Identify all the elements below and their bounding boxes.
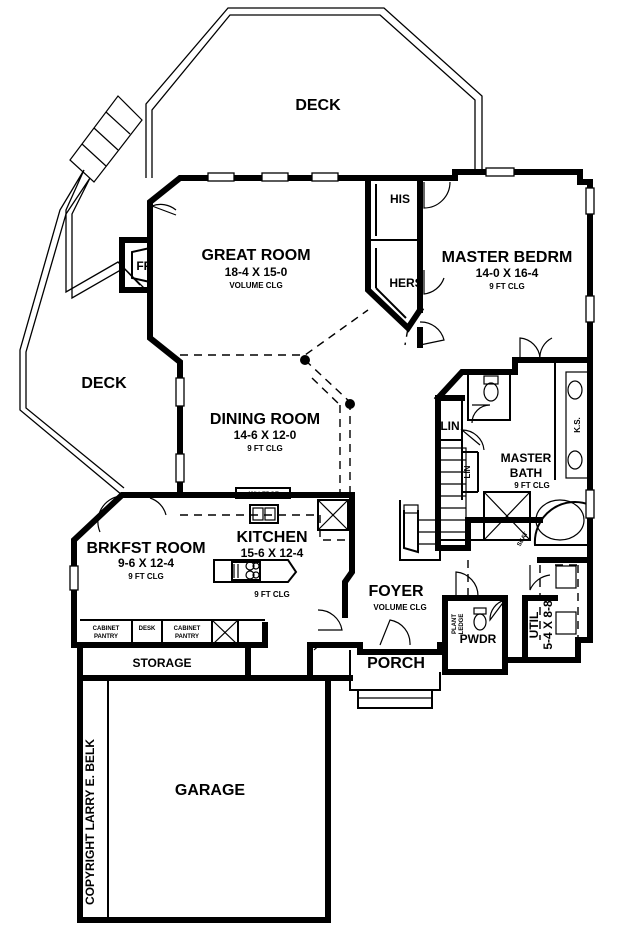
storage-label: STORAGE (132, 656, 191, 670)
great-room-name: GREAT ROOM (201, 247, 310, 264)
brkfst-room-name: BRKFST ROOM (86, 540, 205, 557)
hers-label: HERS (389, 276, 422, 290)
ks-label: K.S. (573, 417, 582, 433)
dining-room-ceiling: 9 FT CLG (247, 444, 283, 453)
column-2 (345, 399, 355, 409)
master-bedrm-ceiling: 9 FT CLG (489, 282, 525, 291)
column-1 (300, 355, 310, 365)
foyer-name: FOYER (368, 583, 424, 600)
garage-label: GARAGE (175, 782, 246, 799)
exterior-walls (71, 169, 593, 923)
deck-outline (19, 7, 483, 496)
lin-label-1: LIN (440, 419, 459, 433)
stairs (403, 447, 467, 554)
cabinet-pantry-left-1: CABINET (93, 626, 120, 632)
fp-label: FP (136, 259, 151, 273)
util-name: UTIL (527, 612, 541, 639)
porch-label: PORCH (367, 655, 425, 672)
garage-door-line (107, 679, 320, 920)
bath-fixtures (473, 371, 591, 635)
dining-room-size: 14-6 X 12-0 (234, 428, 297, 442)
kitchen-fixtures (213, 487, 349, 583)
ledge-label: 42" LEDGE (247, 492, 279, 498)
brkfst-room-size: 9-6 X 12-4 (118, 556, 174, 570)
doors (97, 181, 553, 651)
cabinet-pantry-right-2: PANTRY (175, 634, 199, 640)
master-bath-name-2: BATH (510, 466, 542, 480)
copyright-label: COPYRIGHT LARRY E. BELK (83, 739, 97, 905)
his-label: HIS (390, 192, 410, 206)
cabinet-pantry-right-1: CABINET (174, 626, 201, 632)
great-room-ceiling: VOLUME CLG (229, 281, 282, 290)
room-labels: DECK DECK GREAT ROOM 18-4 X 15-0 VOLUME … (81, 97, 582, 905)
deck-top-label: DECK (295, 97, 341, 114)
pwdr-label: PWDR (460, 632, 497, 646)
cabinet-pantry-left-2: PANTRY (94, 634, 118, 640)
master-bedrm-size: 14-0 X 16-4 (476, 266, 539, 280)
master-bedrm-name: MASTER BEDRM (442, 249, 573, 266)
util-size: 5-4 X 8-8 (541, 600, 555, 650)
brkfst-room-ceiling: 9 FT CLG (128, 572, 164, 581)
kitchen-name: KITCHEN (236, 529, 307, 546)
great-room-size: 18-4 X 15-0 (225, 265, 288, 279)
kitchen-ceiling: 9 FT CLG (254, 590, 290, 599)
fireplace (119, 237, 153, 293)
lin-label-2: LIN (463, 465, 472, 478)
master-bath-ceiling: 9 FT CLG (514, 481, 550, 490)
plant-ledge-label-2: LEDGE (459, 614, 465, 635)
plant-ledge-label-1: PLANT (452, 614, 458, 634)
kitchen-size: 15-6 X 12-4 (241, 546, 304, 560)
desk-label: DESK (139, 626, 156, 632)
windows (69, 167, 595, 591)
foyer-ceiling: VOLUME CLG (373, 603, 426, 612)
deck-left-label: DECK (81, 375, 127, 392)
master-bath-name-1: MASTER (501, 451, 552, 465)
deck-stairs (69, 95, 143, 183)
dining-room-name: DINING ROOM (210, 411, 320, 428)
